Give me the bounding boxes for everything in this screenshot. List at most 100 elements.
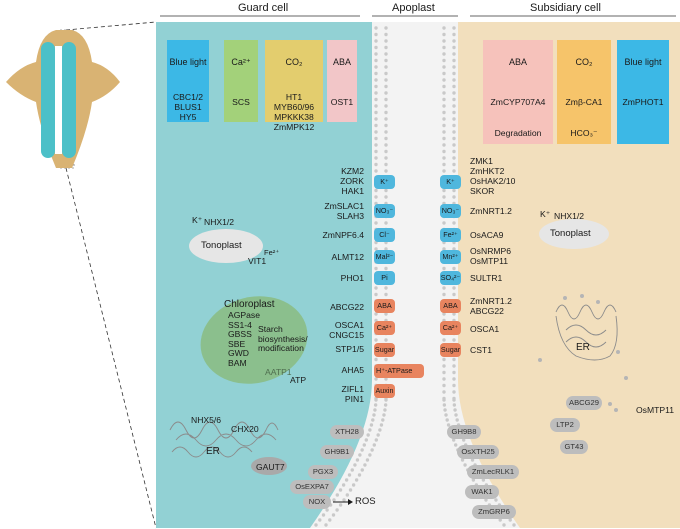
membrane-lipid (384, 312, 388, 316)
membrane-lipid (442, 39, 446, 43)
left-channel-aba: ABA (374, 299, 395, 313)
membrane-lipid (452, 383, 456, 388)
right-channel-k: K⁺ (440, 175, 461, 189)
membrane-lipid (374, 78, 378, 82)
gene-ost1: OST1 (330, 97, 354, 107)
membrane-lipid (365, 458, 370, 462)
right-transporter-0: ZMK1 ZmHKT2 OsHAK2/10 SKOR (470, 156, 516, 196)
label-nhx1-2: NHX1/2 (204, 217, 235, 227)
right-transporter-2: OsACA9 (470, 230, 504, 240)
membrane-lipid (384, 58, 388, 63)
membrane-lipid (384, 84, 388, 89)
apoplast-region (310, 22, 520, 528)
membrane-lipid (342, 498, 346, 502)
membrane-lipid (452, 286, 456, 290)
membrane-lipid (442, 364, 446, 368)
stomatal-complex-icon (6, 30, 120, 168)
membrane-lipid (351, 483, 356, 487)
membrane-lipid (470, 458, 475, 462)
membrane-lipid (318, 518, 322, 522)
membrane-lipid (452, 45, 456, 50)
membrane-lipid (384, 97, 388, 102)
membrane-lipid (442, 136, 446, 141)
signal-box-calcium (224, 40, 258, 122)
membrane-lipid (452, 143, 456, 147)
header-guard-cell: Guard cell (238, 2, 289, 14)
membrane-lipid (384, 45, 388, 50)
right-transporter-3: OsNRMP6 OsMTP11 (470, 246, 512, 266)
membrane-lipid (453, 408, 457, 412)
left-channel-k: K⁺ (374, 175, 395, 189)
left-channel-h-atpase: H⁺-ATPase (374, 364, 424, 378)
membrane-lipid (384, 169, 388, 173)
membrane-lipid (382, 413, 386, 417)
membrane-lipid (338, 503, 343, 507)
membrane-lipid (452, 338, 456, 342)
membrane-lipid (374, 247, 378, 251)
membrane-lipid (371, 418, 375, 422)
membrane-lipid (372, 443, 376, 447)
membrane-lipid (484, 498, 488, 502)
left-transporter-6: OSCA1 CNGC15 (329, 320, 364, 340)
signal-title-co2: CO₂ (285, 57, 303, 67)
membrane-lipid (442, 398, 446, 402)
membrane-lipid (494, 498, 498, 502)
label-fe-ion: Fe²⁺ (264, 248, 280, 257)
membrane-lipid (442, 84, 446, 89)
membrane-lipid (454, 413, 458, 417)
membrane-lipid (442, 143, 446, 147)
guard-er-shape (169, 421, 279, 458)
label-k-ion: K⁺ (192, 215, 203, 225)
membrane-lipid (384, 32, 388, 37)
membrane-lipid (332, 498, 336, 502)
membrane-lipid (452, 364, 456, 368)
membrane-lipid (442, 221, 446, 225)
membrane-lipid (384, 188, 388, 193)
membrane-lipid (364, 438, 369, 442)
gene-scs: SCS (232, 97, 250, 107)
membrane-lipid (384, 149, 388, 154)
membrane-lipid (374, 338, 378, 342)
gene-ht1: HT1 (285, 92, 303, 102)
membrane-lipid (442, 52, 446, 56)
label-sub-er: ER (576, 342, 590, 353)
membrane-lipid (338, 488, 343, 492)
right-transporter-7: CST1 (470, 345, 492, 355)
gene-zmbeta-ca1: Zmβ-CA1 (565, 97, 603, 107)
signal-box-sub-co2 (557, 40, 611, 144)
membrane-lipid (374, 58, 378, 63)
membrane-lipid (442, 247, 446, 251)
membrane-lipid (374, 188, 378, 193)
right-channel-mn: Mn²⁺ (440, 250, 461, 264)
membrane-lipid (452, 370, 456, 375)
left-channel-pi: Pi (374, 271, 395, 285)
gene-blus1: BLUS1 (174, 102, 202, 112)
membrane-lipid (335, 493, 340, 497)
gene-zmphot1: ZmPHOT1 (622, 97, 664, 107)
membrane-lipid (374, 97, 378, 102)
membrane-lipid (442, 286, 446, 290)
membrane-lipid (374, 149, 378, 154)
label-sub-nhx1-2: NHX1/2 (554, 211, 585, 221)
right-channel-no3: NO₃⁻ (440, 204, 461, 218)
membrane-lipid (384, 110, 388, 115)
right-transporter-5: ZmNRT1.2 ABCG22 (470, 296, 512, 316)
membrane-lipid (452, 65, 456, 69)
signal-box-blue-light (167, 40, 209, 122)
membrane-lipid (374, 110, 378, 115)
left-transporter-8: AHA5 (341, 365, 364, 375)
membrane-lipid (374, 221, 378, 225)
membrane-lipid (442, 377, 446, 381)
gaut7-shape (251, 457, 287, 475)
gene-myb60-96: MYB60/96 (273, 102, 315, 112)
signal-box-co2 (265, 40, 323, 122)
membrane-lipid (445, 418, 449, 422)
membrane-lipid (354, 478, 359, 482)
wall-right-1: OsXTH25 (457, 445, 499, 459)
wall-right-0: GH9B8 (447, 425, 481, 439)
membrane-lipid (460, 458, 465, 462)
membrane-lipid (452, 390, 456, 394)
membrane-lipid (384, 357, 388, 362)
membrane-lipid (452, 149, 456, 154)
pill-gt43: GT43 (560, 440, 588, 454)
